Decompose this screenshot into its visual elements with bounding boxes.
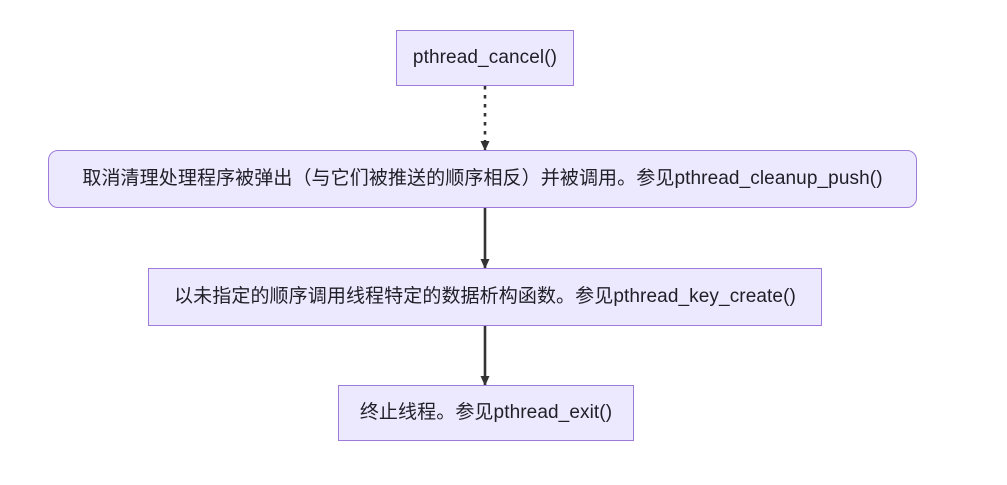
node-key-destructors-label: 以未指定的顺序调用线程特定的数据析构函数。参见pthread_key_creat… bbox=[174, 286, 796, 308]
node-pthread-cancel-label: pthread_cancel() bbox=[412, 47, 558, 69]
node-thread-exit-label: 终止线程。参见pthread_exit() bbox=[359, 402, 613, 424]
node-pthread-cancel[interactable]: pthread_cancel() bbox=[396, 30, 574, 86]
node-cleanup-handlers-label: 取消清理处理程序被弹出（与它们被推送的顺序相反）并被调用。参见pthread_c… bbox=[82, 168, 883, 190]
node-cleanup-handlers[interactable]: 取消清理处理程序被弹出（与它们被推送的顺序相反）并被调用。参见pthread_c… bbox=[48, 150, 917, 208]
node-thread-exit[interactable]: 终止线程。参见pthread_exit() bbox=[338, 385, 634, 441]
node-key-destructors[interactable]: 以未指定的顺序调用线程特定的数据析构函数。参见pthread_key_creat… bbox=[148, 268, 822, 326]
